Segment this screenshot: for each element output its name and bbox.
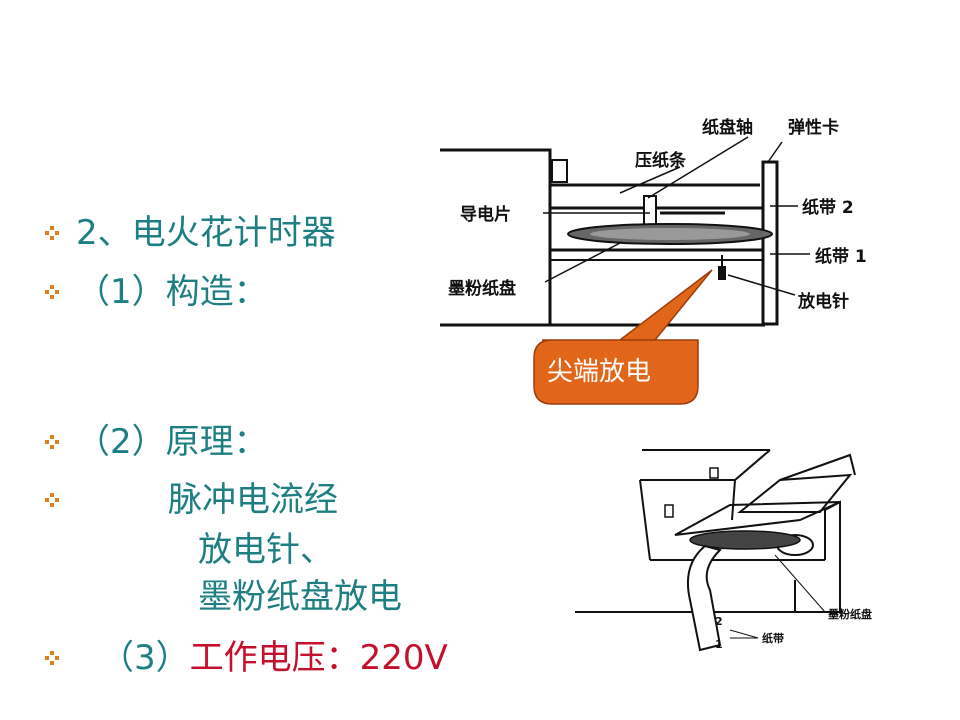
mark-2: 2 bbox=[715, 615, 723, 628]
voltage-prefix: （3） bbox=[100, 638, 190, 678]
label-axis: 纸盘轴 bbox=[702, 117, 753, 138]
label-toner-disk-2: 墨粉纸盘 bbox=[828, 607, 872, 621]
diamond-bullet-icon bbox=[45, 435, 59, 449]
label-press-strip: 压纸条 bbox=[635, 150, 687, 171]
bullet-title: 2、电火花计时器 bbox=[76, 213, 336, 253]
mark-1: 1 bbox=[715, 638, 723, 651]
bullet-voltage: （3）工作电压：220V bbox=[100, 638, 448, 678]
principle-line-3: 墨粉纸盘放电 bbox=[198, 577, 402, 617]
timer-perspective-diagram: 墨粉纸盘 纸带 2 1 bbox=[575, 449, 872, 652]
callout-bubble bbox=[533, 269, 713, 405]
diamond-bullet-icon bbox=[45, 226, 59, 240]
label-conductor: 导电片 bbox=[460, 204, 511, 225]
diamond-bullet-icon bbox=[45, 285, 59, 299]
timer-structure-diagram: 纸盘轴 弹性卡 压纸条 导电片 纸带 2 纸带 1 墨粉纸盘 放电针 尖端放电 bbox=[440, 117, 867, 405]
callout-text: 尖端放电 bbox=[547, 357, 651, 387]
bullet-principle: （2）原理： bbox=[76, 422, 268, 462]
diamond-bullet-icon bbox=[45, 651, 59, 665]
bullet-structure: （1）构造： bbox=[76, 272, 268, 312]
label-tape1: 纸带 1 bbox=[815, 246, 867, 267]
principle-line-2: 放电针、 bbox=[198, 530, 334, 570]
label-toner-disk: 墨粉纸盘 bbox=[448, 278, 516, 299]
label-spring-clip: 弹性卡 bbox=[788, 117, 839, 138]
bullet-pulse: 脉冲电流经 bbox=[168, 480, 338, 520]
label-tape2: 纸带 2 bbox=[802, 197, 854, 218]
label-tape-2: 纸带 bbox=[762, 631, 784, 645]
diamond-bullet-icon bbox=[45, 493, 59, 507]
label-needle: 放电针 bbox=[797, 291, 849, 312]
voltage-value: 工作电压：220V bbox=[189, 638, 448, 678]
